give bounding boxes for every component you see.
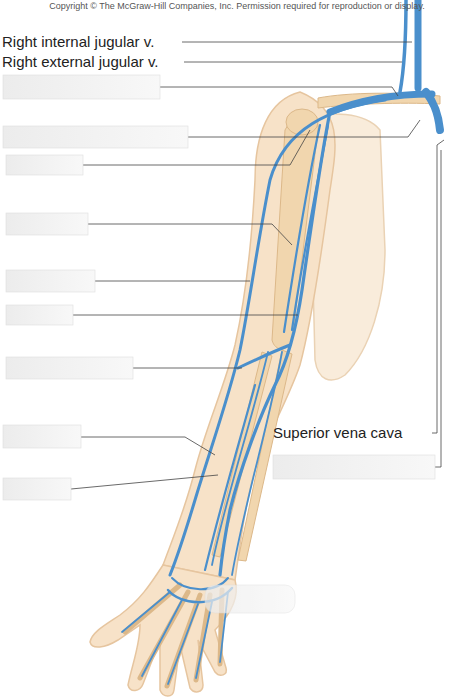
external-jugular-vein: [400, 0, 406, 92]
vein-network: [122, 0, 440, 684]
basilic-vein: [220, 112, 330, 575]
median-antebrachial-vein: [205, 385, 255, 570]
internal-jugular-vein: [415, 0, 422, 88]
brachiocephalic-vein: [426, 92, 440, 130]
brachial-vein: [292, 125, 328, 330]
radial-vein: [212, 352, 268, 565]
vein-label: Right external jugular v.: [2, 53, 158, 70]
hand-skin: [90, 565, 236, 696]
blank-label-box: [3, 75, 435, 613]
median-cubital-vein: [238, 345, 290, 368]
brachial-vein: [284, 125, 320, 332]
leader-lines: [71, 42, 444, 489]
cephalic-vein: [170, 100, 385, 575]
copyright-note: Copyright © The McGraw-Hill Companies, I…: [49, 1, 424, 11]
vein-label: Right internal jugular v.: [2, 33, 154, 50]
vein-label: Superior vena cava: [273, 424, 402, 441]
